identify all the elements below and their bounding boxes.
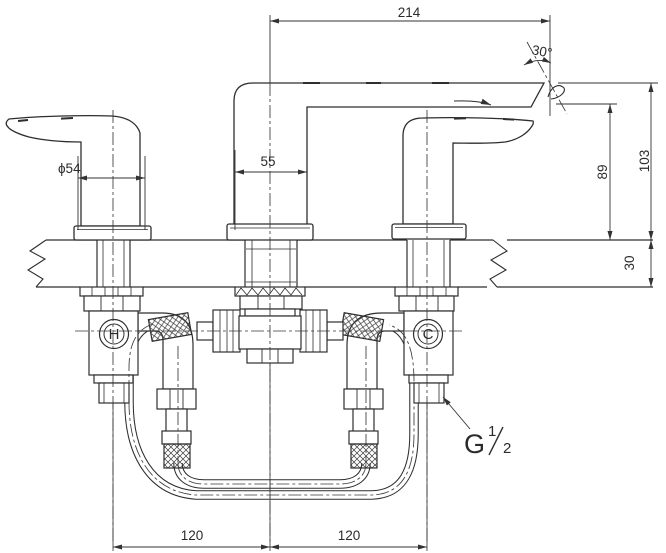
spout-tip-detail: [547, 85, 565, 100]
dim-cold-spacing: 120: [338, 528, 361, 543]
dim-total-height: 103: [637, 150, 652, 173]
thread-slash: [488, 426, 504, 456]
dim-30deg-arc: [523, 56, 552, 66]
hot-marking: H: [109, 326, 120, 343]
hot-braided-hose: [163, 443, 191, 469]
countertop: [26, 239, 653, 288]
spout-locknut: [239, 295, 303, 310]
spout: [226, 82, 565, 241]
cold-braided-hose: [350, 443, 378, 469]
cold-handle-lever: [402, 116, 534, 225]
mounting-shanks: [96, 240, 451, 287]
hot-handle-flange: [73, 225, 152, 241]
cold-hose-nut: [343, 388, 384, 410]
dim-spout-angle: 30°: [531, 42, 554, 60]
dim-handle-diameter: ϕ54: [58, 161, 81, 176]
hot-locknut: [83, 295, 141, 312]
cold-handle-flange: [391, 223, 467, 240]
hot-washer: [79, 286, 144, 297]
tee-left-crimp: [147, 311, 193, 343]
dimensions: [77, 15, 658, 551]
cold-handle: [391, 116, 534, 240]
spout-body: [233, 82, 546, 226]
flow-arrow: [453, 98, 492, 106]
cold-valve-assembly: [343, 286, 459, 469]
thread-size-g: G: [464, 429, 485, 459]
hot-inlet-stub: [98, 382, 130, 404]
dim-outlet-height: 89: [595, 164, 610, 179]
hot-hose-nut: [156, 388, 197, 410]
cold-washer: [394, 286, 459, 297]
thread-leader: [442, 396, 471, 430]
break-line-left: [26, 239, 47, 288]
dimension-labels: 214 30° 55 ϕ54 89 103 30 120 120 H C G 1…: [58, 5, 652, 543]
cold-marking: C: [423, 326, 434, 343]
cold-inlet-stub: [413, 382, 445, 404]
tip-angled-centerline: [526, 41, 568, 115]
dim-spout-base-width: 55: [260, 154, 275, 169]
dim-deck-thickness: 30: [622, 255, 637, 270]
thread-size-numerator: 1: [488, 423, 496, 440]
hot-handle: [5, 114, 152, 241]
cold-locknut: [398, 295, 455, 312]
dim-hot-spacing: 120: [181, 528, 204, 543]
thread-size-denominator: 2: [503, 440, 511, 457]
break-line-right: [489, 239, 508, 288]
dim-spout-reach: 214: [398, 5, 421, 20]
hot-handle-lever: [5, 114, 141, 227]
